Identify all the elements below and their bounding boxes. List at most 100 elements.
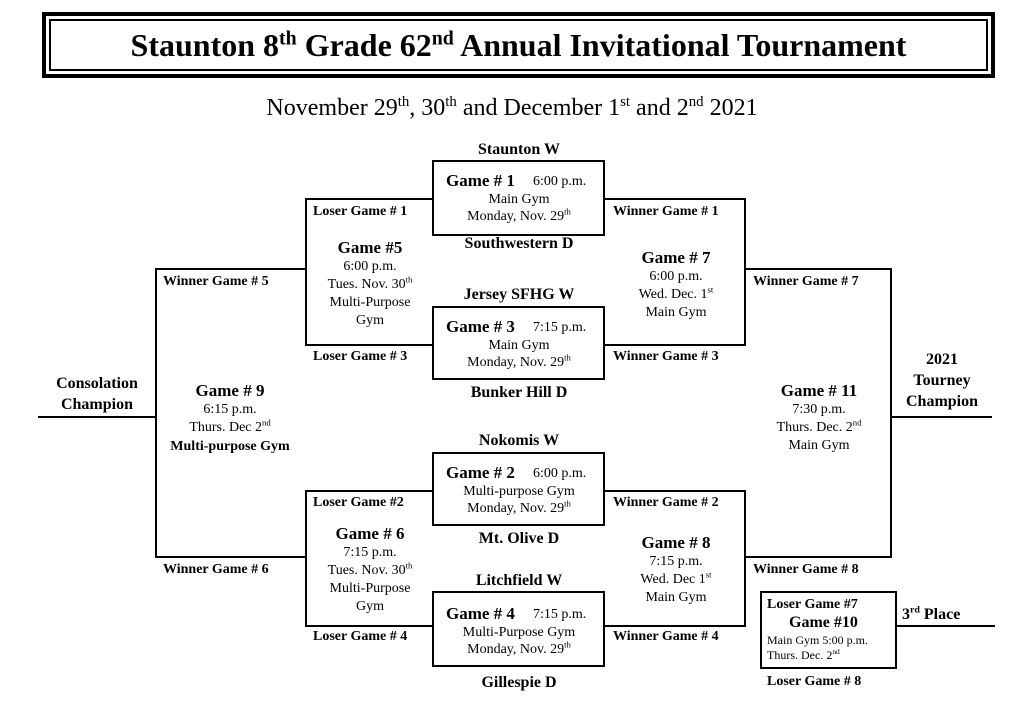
team-mt-olive-d: Mt. Olive D xyxy=(478,530,560,547)
game-7-place: Main Gym xyxy=(645,305,707,320)
bracket-line xyxy=(604,198,746,200)
game-1-date: Monday, Nov. 29th xyxy=(467,206,571,224)
game-8-place: Main Gym xyxy=(645,590,707,605)
bracket-line xyxy=(305,490,433,492)
game-4-time: 7:15 p.m. xyxy=(533,607,587,622)
bracket-line xyxy=(604,490,746,492)
game-4-box xyxy=(432,591,605,667)
bracket-line xyxy=(895,625,995,627)
label-winner-game-1: Winner Game # 1 xyxy=(613,204,719,219)
game-2-box xyxy=(432,452,605,526)
game-4-place: Multi-Purpose Gym xyxy=(462,625,576,640)
game-9-time: 6:15 p.m. xyxy=(203,402,257,417)
game-7-title: Game # 7 xyxy=(641,248,711,267)
bracket-line xyxy=(744,490,746,627)
game-10-box xyxy=(760,591,897,669)
bracket-line xyxy=(305,198,433,200)
game-11-time: 7:30 p.m. xyxy=(792,402,846,417)
game-1-title: Game # 1 xyxy=(446,171,515,190)
bracket-line xyxy=(305,344,433,346)
team-southwestern-d: Southwestern D xyxy=(464,235,574,252)
third-place-label: 3rd Place xyxy=(902,604,961,623)
label-loser-game-1: Loser Game # 1 xyxy=(313,204,408,219)
label-winner-game-6: Winner Game # 6 xyxy=(163,562,269,577)
label-loser-game-4: Loser Game # 4 xyxy=(313,629,408,644)
game-11-date: Thurs. Dec. 2nd xyxy=(776,417,862,435)
game-6-place: Multi-Purpose xyxy=(329,581,411,596)
game-3-place: Main Gym xyxy=(488,338,550,353)
game-5-place-2: Gym xyxy=(356,313,384,328)
bracket-line xyxy=(155,268,157,558)
team-nokomis-w: Nokomis W xyxy=(478,432,560,449)
game-6-place-2: Gym xyxy=(356,599,384,614)
label-loser-game-7: Loser Game #7 xyxy=(767,597,858,612)
tournament-dates: November 29th, 30th and December 1st and… xyxy=(266,94,758,121)
bracket-line xyxy=(604,344,746,346)
label-winner-game-8: Winner Game # 8 xyxy=(753,562,859,577)
game-10-place-time: Main Gym 5:00 p.m. xyxy=(767,633,868,647)
game-1-box xyxy=(432,160,605,236)
label-winner-game-3: Winner Game # 3 xyxy=(613,349,719,364)
game-2-title: Game # 2 xyxy=(446,463,515,482)
bracket-line xyxy=(155,268,305,270)
game-5-date: Tues. Nov. 30th xyxy=(327,274,413,292)
game-8-title: Game # 8 xyxy=(641,533,711,552)
label-loser-game-8: Loser Game # 8 xyxy=(767,674,862,689)
game-3-date: Monday, Nov. 29th xyxy=(467,352,571,370)
game-3-box xyxy=(432,306,605,380)
game-8-time: 7:15 p.m. xyxy=(649,554,703,569)
game-11-title: Game # 11 xyxy=(780,381,858,400)
game-6-date: Tues. Nov. 30th xyxy=(327,560,413,578)
team-bunker-hill-d: Bunker Hill D xyxy=(470,384,568,401)
title-banner: Staunton 8th Grade 62nd Annual Invitatio… xyxy=(42,12,995,78)
team-staunton-w: Staunton W xyxy=(478,141,560,158)
label-winner-game-4: Winner Game # 4 xyxy=(613,629,719,644)
label-loser-game-2: Loser Game #2 xyxy=(313,495,404,510)
game-5-time: 6:00 p.m. xyxy=(343,259,397,274)
bracket-line xyxy=(305,490,307,627)
game-4-title: Game # 4 xyxy=(446,604,515,623)
bracket-line xyxy=(744,556,892,558)
game-2-date: Monday, Nov. 29th xyxy=(467,498,571,516)
game-10-date: Thurs. Dec. 2nd xyxy=(767,647,840,662)
team-litchfield-w: Litchfield W xyxy=(475,572,563,589)
title-inner-frame: Staunton 8th Grade 62nd Annual Invitatio… xyxy=(49,19,988,71)
label-loser-game-3: Loser Game # 3 xyxy=(313,349,408,364)
bracket-line xyxy=(155,556,305,558)
game-8-date: Wed. Dec 1st xyxy=(640,569,712,587)
game-3-title: Game # 3 xyxy=(446,317,515,336)
bracket-line xyxy=(890,268,892,558)
bracket-line xyxy=(604,625,746,627)
game-9-place: Multi-purpose Gym xyxy=(170,439,290,454)
page-title: Staunton 8th Grade 62nd Annual Invitatio… xyxy=(130,26,907,63)
game-4-date: Monday, Nov. 29th xyxy=(467,639,571,657)
game-7-time: 6:00 p.m. xyxy=(649,269,703,284)
label-winner-game-5: Winner Game # 5 xyxy=(163,274,269,289)
game-7-date: Wed. Dec. 1st xyxy=(638,284,714,302)
game-9-date: Thurs. Dec 2nd xyxy=(189,417,271,435)
game-1-place: Main Gym xyxy=(488,192,550,207)
game-5-place: Multi-Purpose xyxy=(329,295,411,310)
bracket-line xyxy=(744,198,746,346)
game-9-title: Game # 9 xyxy=(195,381,265,400)
bracket-line xyxy=(305,625,433,627)
game-5-title: Game #5 xyxy=(337,238,403,257)
bracket-line xyxy=(744,268,892,270)
team-jersey-sfhg-w: Jersey SFHG W xyxy=(463,286,575,303)
bracket-line xyxy=(305,198,307,346)
bracket-line xyxy=(38,416,156,418)
bracket-line xyxy=(890,416,992,418)
game-11-place: Main Gym xyxy=(788,438,850,453)
game-6-time: 7:15 p.m. xyxy=(343,545,397,560)
label-winner-game-2: Winner Game # 2 xyxy=(613,495,719,510)
game-10-title: Game #10 xyxy=(789,614,858,631)
game-3-time: 7:15 p.m. xyxy=(533,320,587,335)
team-gillespie-d: Gillespie D xyxy=(481,674,557,691)
game-2-place: Multi-purpose Gym xyxy=(463,484,575,499)
game-2-time: 6:00 p.m. xyxy=(533,466,587,481)
game-6-title: Game # 6 xyxy=(335,524,405,543)
game-1-time: 6:00 p.m. xyxy=(533,174,587,189)
label-winner-game-7: Winner Game # 7 xyxy=(753,274,859,289)
